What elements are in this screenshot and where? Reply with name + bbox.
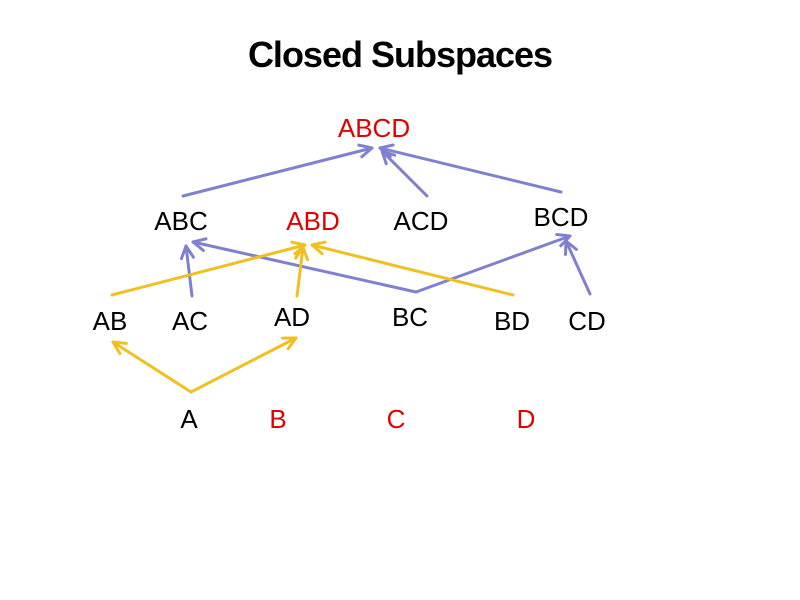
node-ab: AB (93, 306, 128, 336)
edge-abc-to-abcd (181, 143, 374, 198)
page-title: Closed Subspaces (247, 34, 553, 75)
node-b: B (269, 404, 286, 434)
edge-ac-to-abc (179, 244, 195, 298)
edge-bcd-to-abcd (378, 143, 563, 194)
node-bd: BD (494, 306, 530, 336)
node-a: A (180, 404, 198, 434)
edge-ad-to-abd (294, 245, 309, 298)
edge-bc-to-bcd (414, 232, 572, 294)
node-ad: AD (274, 302, 310, 332)
edge-a-to-ab (111, 340, 193, 394)
edge-a-to-ad (189, 336, 298, 394)
node-abc: ABC (154, 206, 207, 236)
edge-bc-to-abc (191, 237, 418, 294)
node-abcd: ABCD (338, 113, 410, 143)
edge-cd-to-bcd (563, 239, 592, 296)
node-acd: ACD (394, 206, 449, 236)
edge-ab-to-abd (110, 240, 307, 297)
node-abd: ABD (286, 206, 339, 236)
node-c: C (387, 404, 406, 434)
node-ac: AC (172, 306, 208, 336)
node-bcd: BCD (534, 202, 589, 232)
node-d: D (517, 404, 536, 434)
node-bc: BC (392, 302, 428, 332)
node-cd: CD (568, 306, 606, 336)
edge-bd-to-abd (310, 240, 515, 297)
edges-layer (110, 143, 592, 394)
